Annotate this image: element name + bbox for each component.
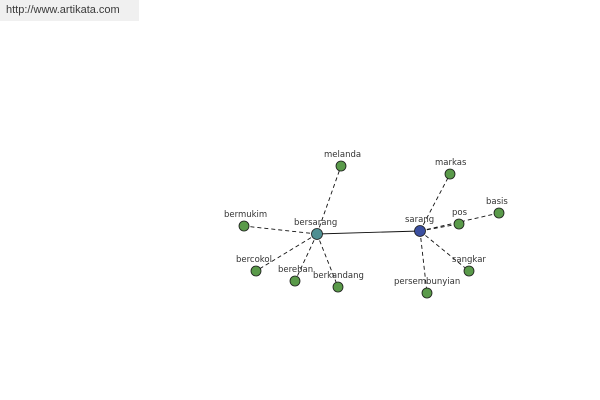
edge-sarang-pos — [419, 223, 460, 232]
node-label-basis[interactable]: basis — [486, 197, 508, 207]
node-label-sangkar[interactable]: sangkar — [452, 255, 486, 265]
labels-layer: bersarang sarang melanda bermukim bercokol be… — [224, 150, 508, 287]
node-label-bersarang[interactable]: bersarang — [294, 218, 337, 228]
node-bereban[interactable] — [289, 275, 301, 287]
node-label-persembunyian[interactable]: persembunyian — [394, 277, 460, 287]
node-label-bereban[interactable]: bereban — [278, 265, 313, 275]
node-sarang[interactable] — [414, 225, 426, 237]
node-label-bercokol[interactable]: bercokol — [236, 255, 272, 265]
node-label-berkandang[interactable]: berkandang — [313, 271, 364, 281]
edge-bersarang-bermukim — [243, 225, 318, 235]
url-banner[interactable]: http://www.artikata.com — [0, 0, 139, 21]
edge-bersarang-bercokol — [255, 233, 318, 272]
nodes-layer — [238, 160, 505, 299]
node-markas[interactable] — [444, 168, 456, 180]
node-label-bermukim[interactable]: bermukim — [224, 210, 267, 220]
edge-bersarang-sarang — [316, 230, 421, 235]
node-basis[interactable] — [493, 207, 505, 219]
node-bercokol[interactable] — [250, 265, 262, 277]
edges-layer — [243, 165, 500, 294]
node-label-melanda[interactable]: melanda — [324, 150, 361, 160]
node-berkandang[interactable] — [332, 281, 344, 293]
node-bermukim[interactable] — [238, 220, 250, 232]
edge-sarang-sangkar — [419, 230, 470, 272]
edge-sarang-markas — [419, 173, 451, 232]
node-pos[interactable] — [453, 218, 465, 230]
node-sangkar[interactable] — [463, 265, 475, 277]
node-bersarang[interactable] — [311, 228, 323, 240]
node-melanda[interactable] — [335, 160, 347, 172]
node-label-markas[interactable]: markas — [435, 158, 467, 168]
edge-bersarang-bereban — [294, 233, 318, 282]
node-label-sarang[interactable]: sarang — [405, 215, 434, 225]
edge-bersarang-berkandang — [316, 233, 339, 288]
node-persembunyian[interactable] — [421, 287, 433, 299]
node-label-pos[interactable]: pos — [452, 208, 468, 218]
edge-bersarang-melanda — [316, 165, 342, 235]
edge-sarang-persembunyian — [419, 230, 428, 294]
